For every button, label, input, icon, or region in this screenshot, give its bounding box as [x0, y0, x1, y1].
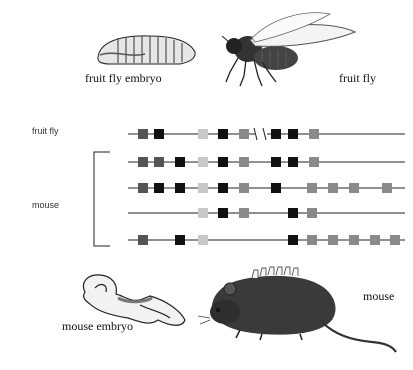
gene-box [382, 183, 392, 193]
gene-box [239, 129, 249, 139]
mouse-label: mouse [363, 289, 394, 303]
gene-box [288, 129, 298, 139]
gene-box [154, 183, 164, 193]
gene-box [288, 208, 298, 218]
gene-box [239, 208, 249, 218]
fruit-fly-embryo-label: fruit fly embryo [85, 71, 162, 85]
gene-box [198, 183, 208, 193]
row-label-mouse: mouse [32, 200, 59, 210]
row-label-fruit-fly: fruit fly [32, 126, 59, 136]
gene-box [218, 208, 228, 218]
gene-box [288, 235, 298, 245]
gene-box [198, 129, 208, 139]
gene-box [154, 157, 164, 167]
gene-box [349, 183, 359, 193]
gene-box [138, 157, 148, 167]
gene-box [309, 129, 319, 139]
gene-box [218, 129, 228, 139]
gene-box [175, 183, 185, 193]
gene-box [307, 235, 317, 245]
gene-box [138, 235, 148, 245]
gene-box [198, 157, 208, 167]
gene-lines [128, 134, 405, 240]
gene-box [390, 235, 400, 245]
gene-box [307, 208, 317, 218]
fruit-fly-label: fruit fly [339, 71, 376, 85]
gene-box [239, 157, 249, 167]
gene-box [175, 235, 185, 245]
gene-box [218, 183, 228, 193]
gene-box [349, 235, 359, 245]
gene-box [175, 157, 185, 167]
mouse-embryo-label: mouse embryo [62, 319, 133, 333]
gene-box [154, 129, 164, 139]
gene-box [328, 183, 338, 193]
gene-box [239, 183, 249, 193]
gene-box [271, 157, 281, 167]
mouse-bracket [94, 152, 110, 246]
gene-box [370, 235, 380, 245]
gene-box [307, 183, 317, 193]
gene-box [328, 235, 338, 245]
break-mark [254, 128, 266, 140]
fruit-fly-drawing [222, 13, 355, 86]
gene-box [288, 157, 298, 167]
gene-box [138, 129, 148, 139]
mouse-drawing [198, 267, 396, 352]
fruit-fly-embryo-drawing [98, 36, 195, 64]
gene-box [271, 129, 281, 139]
mouse-embryo-drawing [83, 275, 185, 325]
gene-box [309, 157, 319, 167]
gene-box [198, 235, 208, 245]
gene-box [198, 208, 208, 218]
gene-box [138, 183, 148, 193]
gene-box [271, 183, 281, 193]
gene-box [218, 157, 228, 167]
